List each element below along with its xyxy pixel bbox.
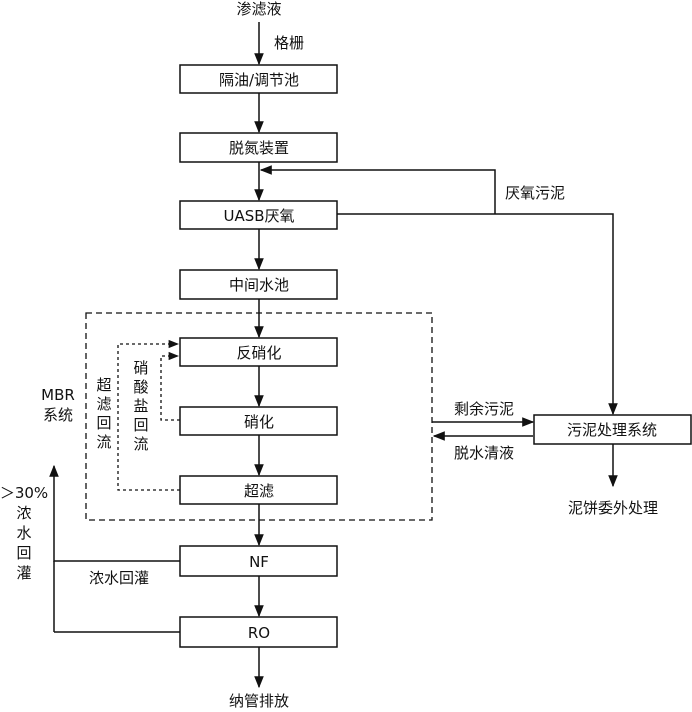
- ro-label: RO: [248, 624, 270, 642]
- ultrafiltration-box: [179, 475, 338, 505]
- uf-return-char-4: 流: [96, 433, 111, 451]
- nitrate-return-loop: [160, 351, 180, 421]
- uf-return-char-2: 滤: [96, 395, 111, 413]
- discharge-label: 纳管排放: [229, 692, 289, 710]
- uasb-box: [179, 200, 338, 230]
- oil-tank-box: [179, 64, 338, 94]
- uf-return-char-3: 回: [96, 414, 111, 432]
- ro-box: [179, 616, 338, 648]
- pct-return-line-3: 水: [16, 524, 31, 542]
- arrow-nf-concentrate-return: [49, 464, 180, 562]
- nitrate-return-char-3: 盐: [133, 397, 148, 415]
- denitrification-label: 反硝化: [236, 344, 281, 362]
- nitrate-return-char-5: 流: [133, 435, 148, 453]
- uasb-label: UASB厌氧: [223, 207, 294, 225]
- pct-return-line-5: 灌: [16, 564, 31, 582]
- mbr-label-line1: MBR: [41, 386, 75, 404]
- concentrate-return-label: 浓水回灌: [89, 569, 149, 587]
- nitrification-box: [179, 406, 338, 436]
- mbr-label-line2: 系统: [43, 406, 73, 424]
- arrow-uasb-to-sludge-system: [337, 213, 618, 416]
- oil-tank-label: 隔油/调节池: [219, 71, 299, 89]
- denitrogen-label: 脱氮装置: [229, 139, 289, 157]
- denitrification-box: [179, 337, 338, 367]
- nf-box: [179, 545, 338, 577]
- middle-pool-box: [179, 269, 338, 300]
- arrow-anaerobic-sludge-return: [259, 165, 496, 214]
- pct-return-line-2: 浓: [16, 504, 31, 522]
- sludge-system-label: 污泥处理系统: [567, 421, 657, 439]
- nitrate-return-char-2: 酸: [133, 378, 148, 396]
- uf-return-char-1: 超: [96, 376, 111, 394]
- uf-return-loop: [117, 339, 180, 491]
- sludge-system-box: [533, 414, 692, 445]
- anaerobic-sludge-label: 厌氧污泥: [505, 184, 565, 202]
- residual-sludge-label: 剩余污泥: [454, 400, 514, 418]
- nitrate-return-char-1: 硝: [133, 359, 148, 377]
- leachate-label: 渗滤液: [236, 0, 281, 18]
- grille-label: 格栅: [274, 34, 304, 52]
- middle-pool-label: 中间水池: [229, 276, 289, 294]
- dewater-liquid-label: 脱水清液: [454, 444, 514, 462]
- ultrafiltration-label: 超滤: [244, 482, 274, 500]
- pct-return-line-1: ＞30%: [0, 484, 48, 502]
- pct-return-line-4: 回: [16, 544, 31, 562]
- nitrate-return-char-4: 回: [133, 416, 148, 434]
- denitrogen-box: [179, 132, 338, 163]
- nf-label: NF: [249, 553, 269, 571]
- nitrification-label: 硝化: [244, 413, 274, 431]
- cake-label: 泥饼委外处理: [568, 499, 658, 517]
